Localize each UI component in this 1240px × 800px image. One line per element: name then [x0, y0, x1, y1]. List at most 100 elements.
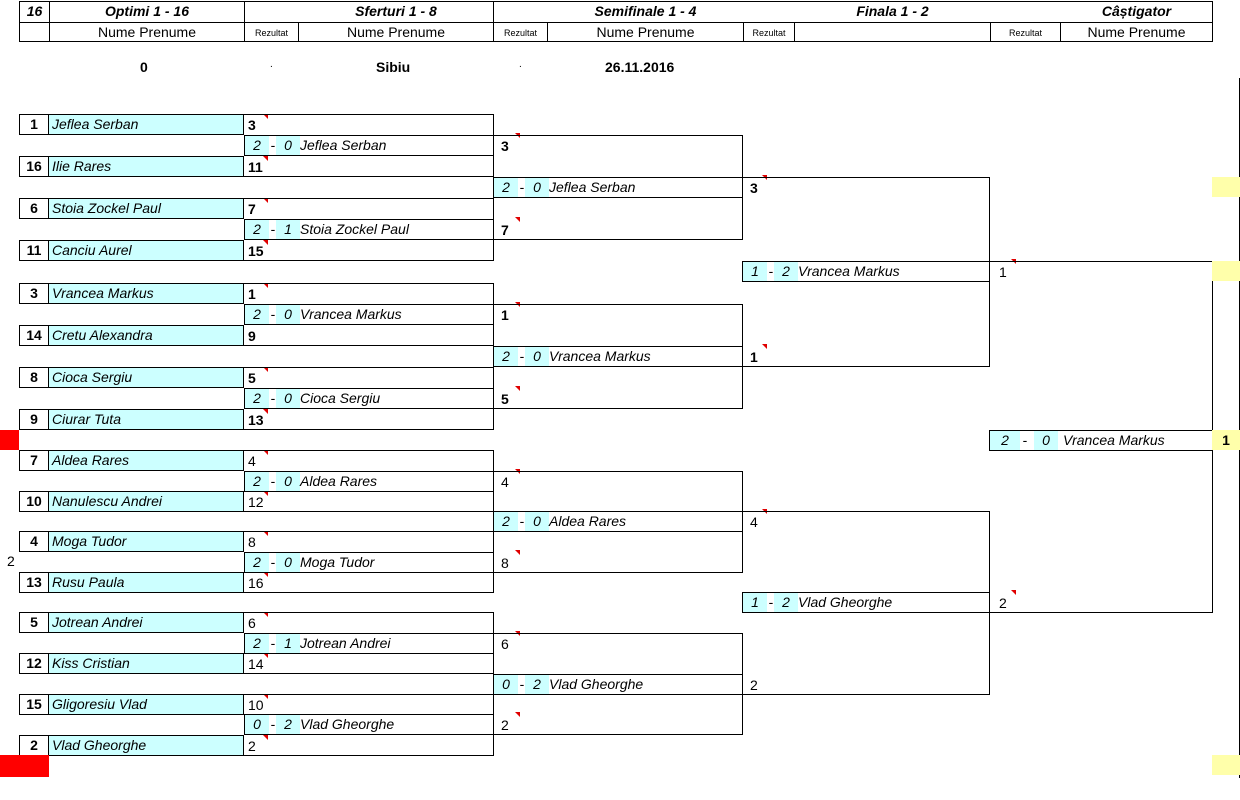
match-score: 1: [999, 264, 1007, 280]
player-name[interactable]: Nanulescu Andrei: [49, 491, 244, 512]
player-name[interactable]: Moga Tudor: [49, 531, 244, 552]
connector-line: [244, 511, 494, 512]
side-number: 2: [7, 553, 15, 569]
connector-line: [493, 408, 494, 429]
player-name[interactable]: Jotrean Andrei: [49, 612, 244, 633]
player-name[interactable]: Rusu Paula: [49, 572, 244, 593]
match-score: 4: [501, 474, 509, 490]
connector-line: [742, 366, 990, 367]
player-score: 3: [248, 117, 256, 133]
comment-indicator: [263, 694, 268, 699]
set-score-b: 0: [1034, 431, 1058, 450]
comment-indicator: [263, 409, 268, 414]
red-marker: [0, 430, 19, 450]
connector-line: [493, 653, 494, 673]
comment-indicator: [263, 572, 268, 577]
seed-number: 4: [19, 531, 49, 552]
connector-line: [742, 135, 743, 177]
set-score-b: 2: [525, 675, 549, 694]
match-winner-name: Aldea Rares: [300, 473, 378, 489]
match-score: 5: [501, 391, 509, 407]
winner-cell: [1212, 177, 1240, 197]
match-winner-name: Jeflea Serban: [549, 179, 636, 195]
player-score: 12: [248, 494, 264, 510]
set-score-b: 0: [276, 305, 300, 324]
player-name[interactable]: Aldea Rares: [49, 450, 244, 471]
player-name[interactable]: Stoia Zockel Paul: [49, 198, 244, 219]
set-score-b: 0: [276, 553, 300, 572]
set-score-a: 2: [494, 347, 518, 366]
connector-line: [244, 694, 494, 695]
connector-line: [493, 155, 494, 176]
connector-line: [244, 260, 494, 261]
match-winner-name: Jotrean Andrei: [300, 635, 391, 651]
seed-number: 1: [19, 114, 49, 135]
set-score-a: 2: [245, 305, 269, 324]
seed-number: 7: [19, 450, 49, 471]
connector-line: [493, 734, 494, 755]
comment-indicator: [515, 712, 520, 717]
connector-line: [493, 283, 494, 304]
player-name[interactable]: Cretu Alexandra: [49, 325, 244, 346]
connector-line: [244, 198, 494, 199]
player-score: 5: [248, 370, 256, 386]
player-score: 8: [248, 534, 256, 550]
player-score: 9: [248, 328, 256, 344]
comment-indicator: [515, 386, 520, 391]
set-score-a: 2: [245, 634, 269, 653]
header-result: Rezultat: [493, 22, 548, 42]
connector-line: [493, 572, 494, 592]
seed-number: 11: [19, 240, 49, 261]
connector-line: [244, 450, 494, 451]
player-name[interactable]: Jeflea Serban: [49, 114, 244, 135]
set-score-a: 2: [245, 136, 269, 155]
connector-line: [742, 531, 743, 572]
player-name[interactable]: Gligoresiu Vlad: [49, 694, 244, 715]
comment-indicator: [263, 283, 268, 288]
match-winner-name: Vlad Gheorghe: [798, 594, 893, 610]
connector-line: [989, 612, 1213, 613]
set-score-b: 0: [525, 178, 549, 197]
score-dash: -: [270, 221, 276, 237]
connector-line: [493, 450, 494, 471]
player-name[interactable]: Vrancea Markus: [49, 283, 244, 304]
player-name[interactable]: Ciurar Tuta: [49, 409, 244, 430]
seed-number: 10: [19, 491, 49, 512]
set-score-b: 1: [276, 634, 300, 653]
player-name[interactable]: Vlad Gheorghe: [49, 735, 244, 756]
connector-line: [244, 176, 494, 177]
connector-line: [989, 511, 990, 592]
connector-line: [989, 261, 1213, 262]
player-score: 4: [248, 453, 256, 469]
match-score: 4: [750, 514, 758, 530]
score-dash: -: [270, 554, 276, 570]
comment-indicator: [263, 531, 268, 536]
player-name[interactable]: Kiss Cristian: [49, 653, 244, 674]
connector-line: [742, 694, 743, 734]
connector-line: [244, 612, 494, 613]
player-name[interactable]: Cioca Sergiu: [49, 367, 244, 388]
player-score: 14: [248, 656, 264, 672]
player-name[interactable]: Ilie Rares: [49, 156, 244, 177]
player-score: 1: [248, 286, 256, 302]
header-blank: [19, 22, 50, 42]
connector-line: [493, 367, 494, 388]
set-score-b: 0: [525, 512, 549, 531]
player-name[interactable]: Canciu Aurel: [49, 240, 244, 261]
champion-name: Vrancea Markus: [1063, 432, 1165, 448]
